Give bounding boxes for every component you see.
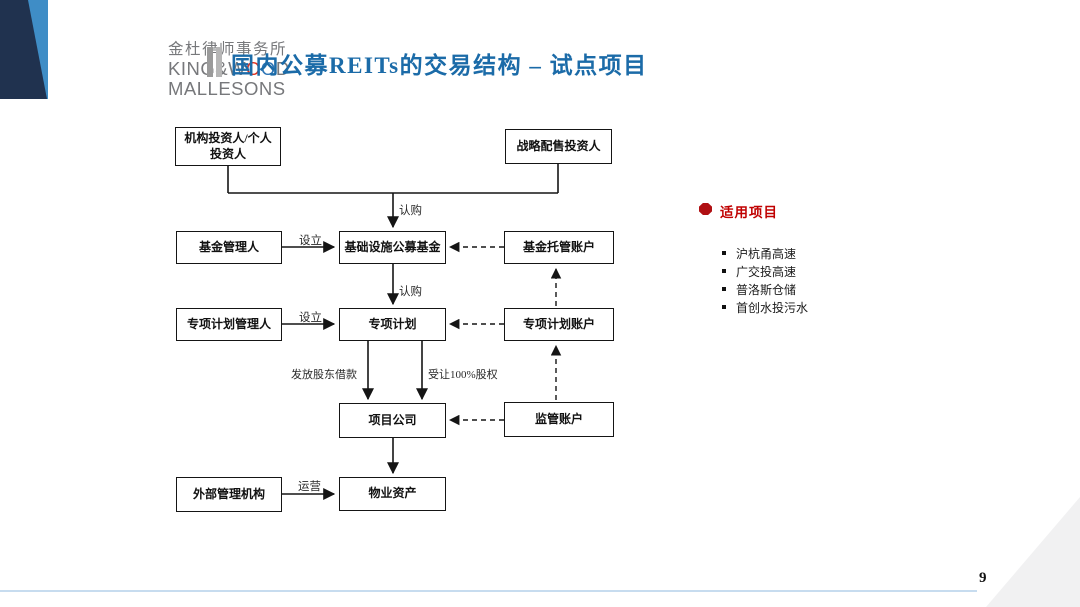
kwm-logo: 金杜律师事务所 KING&WOOD MALLESONS [168, 41, 290, 99]
list-item: 首创水投污水 [722, 298, 808, 316]
applicable-projects-list: 沪杭甬高速 广交投高速 普洛斯仓储 首创水投污水 [722, 244, 808, 316]
edge-label-operate: 运营 [298, 481, 321, 493]
node-plan-account: 专项计划账户 [504, 308, 614, 341]
footer-divider-line [0, 590, 977, 592]
edge-label-equity-transfer: 受让100%股权 [428, 369, 498, 381]
logo-english-line2: MALLESONS [168, 77, 286, 99]
page-number: 9 [979, 570, 987, 586]
logo-chinese-name: 金杜律师事务所 [168, 41, 288, 58]
node-supervision-account: 监管账户 [504, 402, 614, 437]
logo-blue-o: O [260, 58, 276, 80]
node-project-company: 项目公司 [339, 403, 446, 438]
node-special-plan: 专项计划 [339, 308, 446, 341]
square-bullet-icon [722, 287, 726, 291]
node-public-fund: 基础设施公募基金 [339, 231, 446, 264]
logo-english-line1: KING&WOOD [168, 58, 290, 80]
hexagon-bullet-icon [699, 203, 712, 215]
node-property-asset: 物业资产 [339, 477, 446, 511]
bottom-right-corner-triangle [986, 497, 1080, 607]
node-institutional-investor: 机构投资人/个人 投资人 [175, 127, 281, 166]
node-fund-custody-account: 基金托管账户 [504, 231, 614, 264]
square-bullet-icon [722, 269, 726, 273]
node-strategic-investor: 战略配售投资人 [505, 129, 612, 164]
node-external-manager: 外部管理机构 [176, 477, 282, 512]
list-item: 广交投高速 [722, 262, 808, 280]
logo-red-o: O [246, 58, 261, 80]
edge-label-subscribe-top: 认购 [399, 205, 422, 217]
list-item: 普洛斯仓储 [722, 280, 808, 298]
brand-corner-graphic [0, 0, 48, 99]
square-bullet-icon [722, 305, 726, 309]
edge-label-establish-fund: 设立 [299, 235, 322, 247]
edge-label-shareholder-loan: 发放股东借款 [291, 369, 357, 381]
edge-label-establish-plan: 设立 [299, 312, 322, 324]
list-item: 沪杭甬高速 [722, 244, 808, 262]
page-title: 国内公募REITs的交易结构 – 试点项目 [231, 53, 648, 78]
title-accent-bars [207, 47, 222, 77]
brand-corner-navy-triangle [0, 0, 47, 99]
edge-label-subscribe-mid: 认购 [399, 286, 422, 298]
node-fund-manager: 基金管理人 [176, 231, 282, 264]
applicable-projects-heading: 适用项目 [720, 205, 778, 220]
square-bullet-icon [722, 251, 726, 255]
node-plan-manager: 专项计划管理人 [176, 308, 282, 341]
